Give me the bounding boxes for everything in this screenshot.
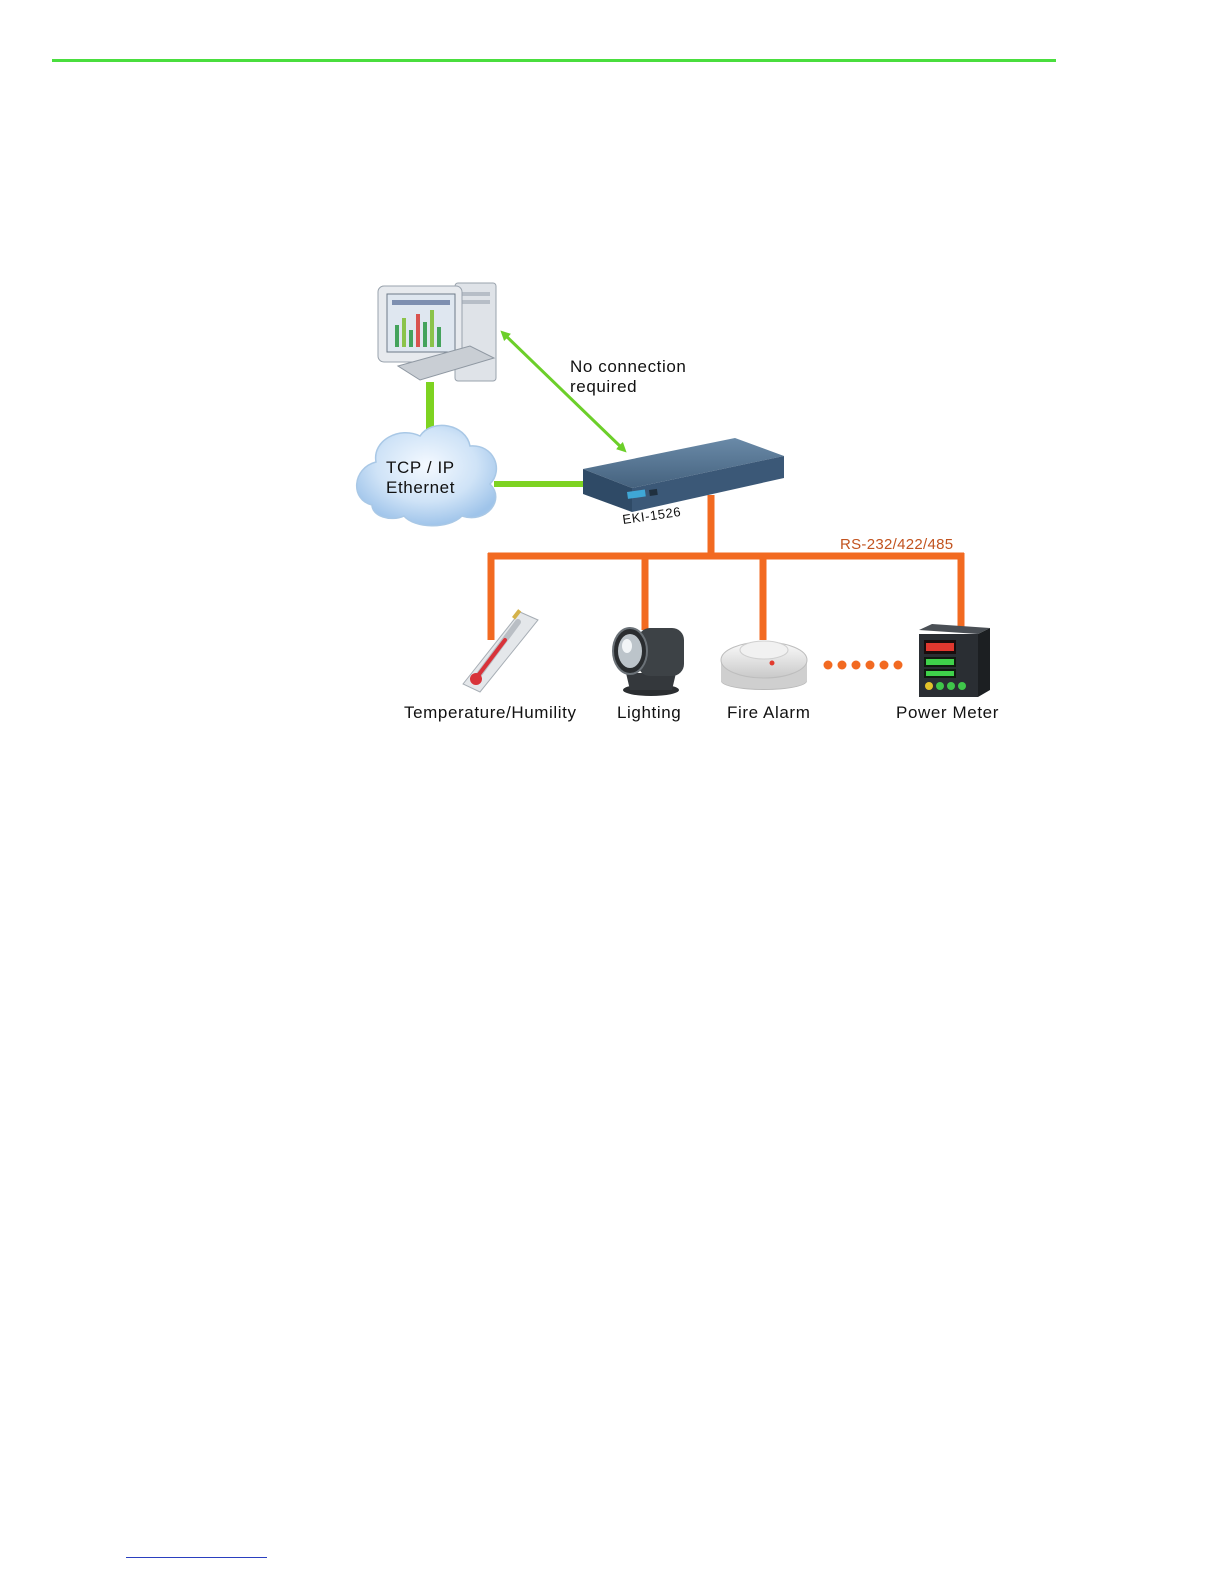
device-label-power-meter: Power Meter (896, 703, 999, 723)
bus-label: RS-232/422/485 (840, 535, 953, 555)
computer-icon (378, 283, 496, 381)
cloud-label: TCP / IP Ethernet (386, 458, 455, 498)
smoke-detector-icon (721, 641, 807, 690)
thermometer-icon (463, 609, 538, 692)
device-label-lighting: Lighting (617, 703, 681, 723)
more-devices-dots (824, 661, 903, 670)
power-meter-icon (919, 624, 990, 697)
spotlight-icon (613, 628, 684, 696)
serial-bus (488, 495, 964, 640)
device-label-temperature: Temperature/Humility (404, 703, 577, 723)
footer-link-underline (126, 1557, 267, 1558)
eki-1526-switch-icon (583, 438, 784, 512)
device-label-fire-alarm: Fire Alarm (727, 703, 810, 723)
no-connection-annotation: No connection required (570, 357, 686, 397)
